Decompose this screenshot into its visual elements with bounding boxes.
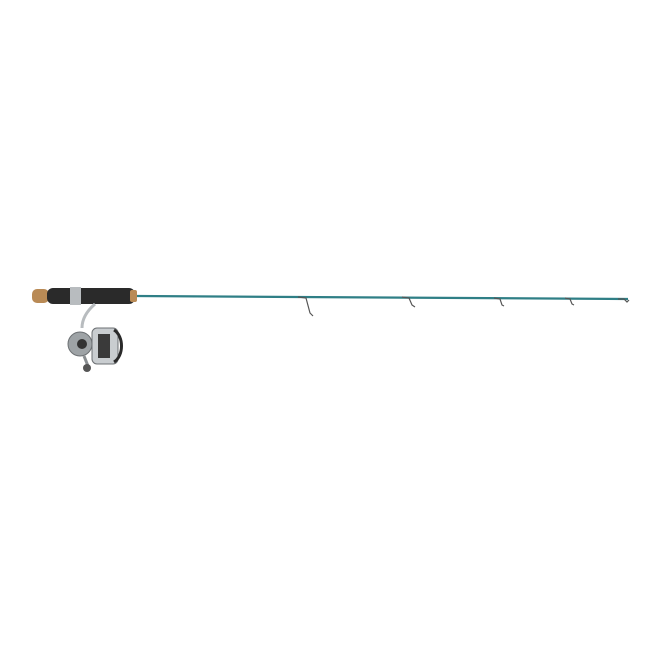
spinning-reel [67,302,123,372]
fishing-rod [32,287,630,317]
reel-spool-line [98,334,110,358]
cork-fore-grip [130,290,137,302]
reel-body-center [77,339,87,349]
reel-foot [80,302,96,329]
rod-guide [401,296,416,308]
rod-blank [135,294,629,301]
reel-seat-band [70,287,81,305]
rod-guide [564,297,575,306]
rod-guide [493,297,505,307]
reel-bail [113,328,123,364]
rod-guides [297,296,630,317]
cork-butt [32,289,49,303]
rod-guide [297,296,314,317]
rod-tip-guide [618,298,630,303]
reel-handle-knob [83,364,91,372]
handle-grip [47,288,135,304]
